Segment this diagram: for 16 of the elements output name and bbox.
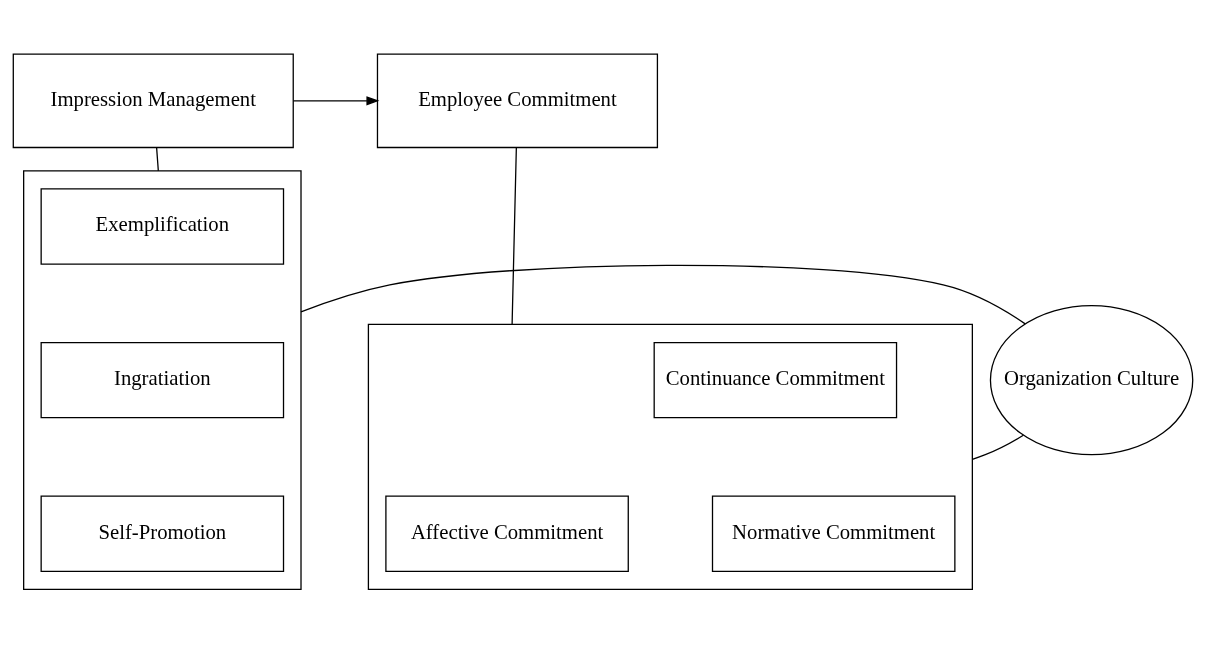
node-ellipse: Organization Culture — [989, 304, 1194, 456]
node-box: Ingratiation — [40, 341, 285, 419]
connector — [971, 434, 1024, 461]
cluster — [367, 323, 973, 591]
node-box: Exemplification — [40, 188, 285, 265]
node-box: Employee Commitment — [376, 53, 659, 149]
node-box: Normative Commitment — [711, 495, 956, 572]
arrow — [292, 96, 380, 106]
connector — [511, 147, 517, 326]
node-box: Self-Promotion — [40, 495, 285, 572]
node-box: Continuance Commitment — [653, 341, 898, 419]
cluster — [23, 170, 302, 591]
node-box: Affective Commitment — [385, 495, 629, 572]
connector — [155, 147, 159, 172]
node-box: Impression Management — [12, 53, 294, 149]
connector — [300, 264, 1026, 325]
